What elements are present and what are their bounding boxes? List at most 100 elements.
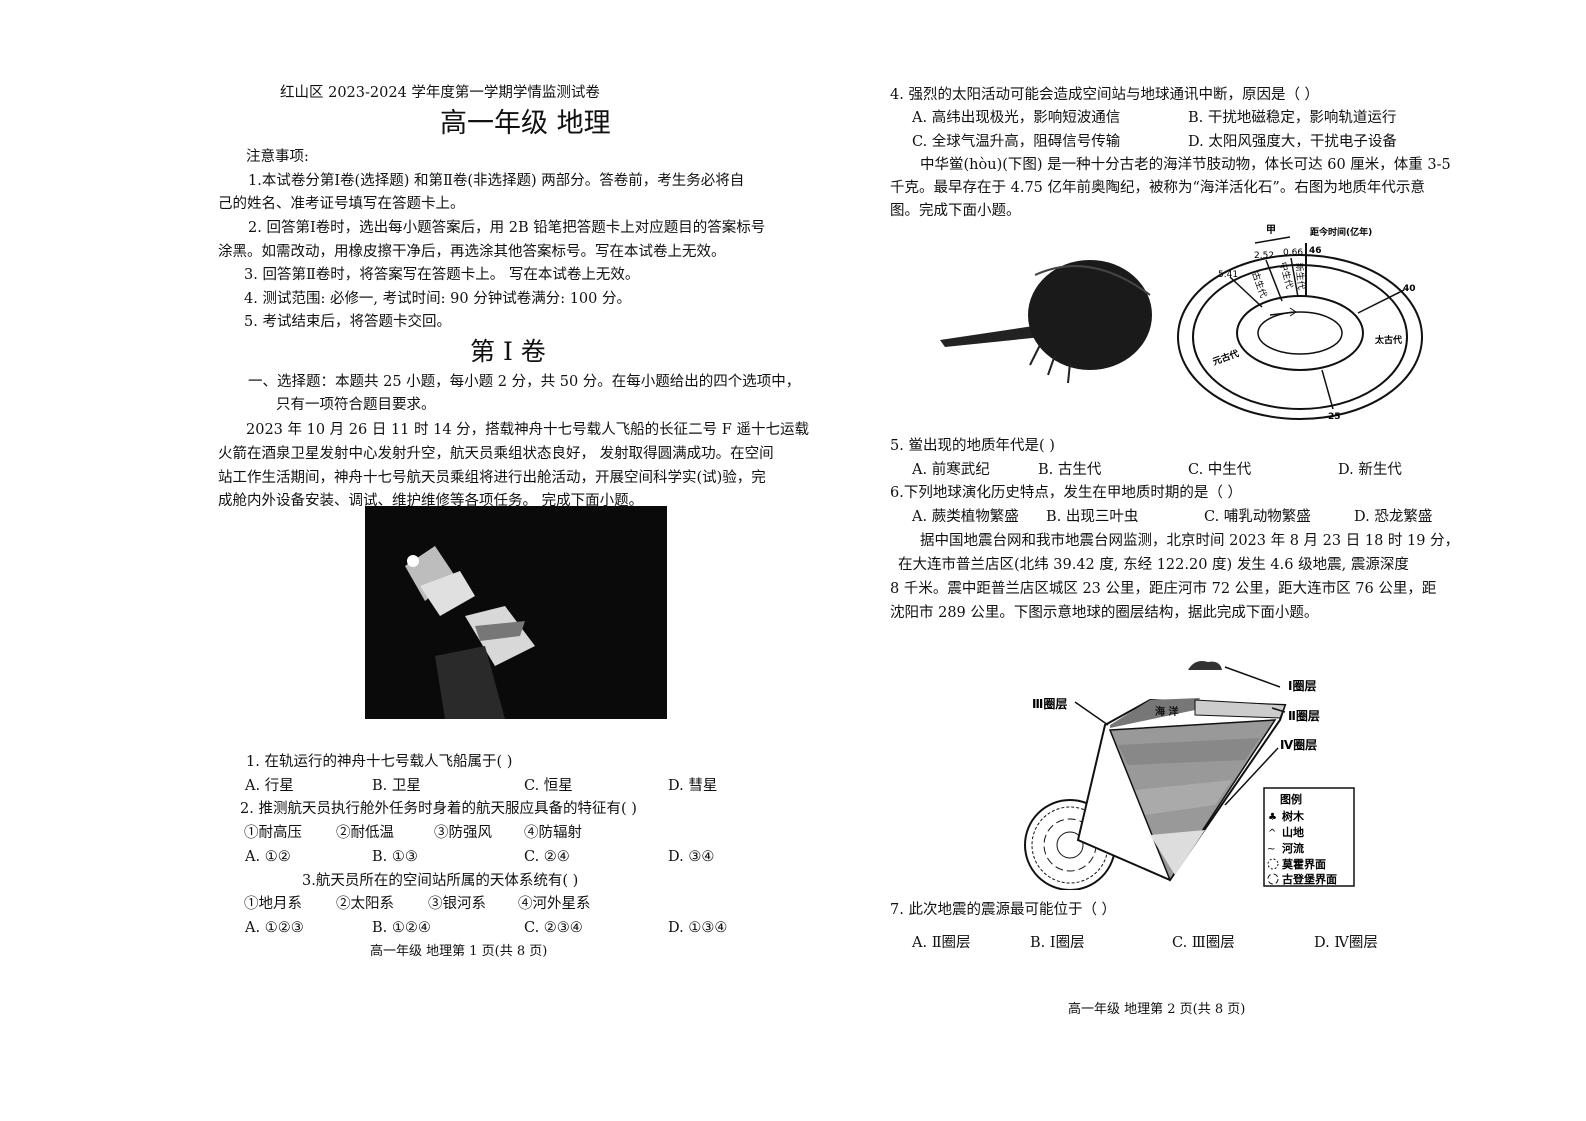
astronaut-photo <box>365 506 667 719</box>
river-icon: ~ <box>1267 844 1275 855</box>
q3-item: ②太阳系 <box>336 896 394 912</box>
q2-item: ①耐高压 <box>244 825 302 841</box>
era-archean: 太古代 <box>1374 334 1402 346</box>
sphere-label-3: Ⅲ圈层 <box>1032 696 1067 711</box>
passage-line: 成舱内外设备安装、调试、维护维修等各项任务。 完成下面小题。 <box>218 493 644 509</box>
q7-option-d[interactable]: D. Ⅳ圈层 <box>1314 935 1378 951</box>
q6-option-a[interactable]: A. 蕨类植物繁盛 <box>912 509 1019 525</box>
passage-line: 2023 年 10 月 26 日 11 时 14 分，搭载神舟十七号载人飞船的长… <box>246 422 809 438</box>
gutenberg-icon <box>1267 873 1279 885</box>
q2-option-a[interactable]: A. ①② <box>245 849 291 865</box>
q6-option-d[interactable]: D. 恐龙繁盛 <box>1354 509 1433 525</box>
exam-header: 红山区 2023-2024 学年度第一学期学情监测试卷 <box>280 85 600 101</box>
q2-option-b[interactable]: B. ①③ <box>372 849 418 865</box>
q7-option-c[interactable]: C. Ⅲ圈层 <box>1172 935 1235 951</box>
tick-0-66: 0.66 <box>1283 248 1303 258</box>
q2-item: ④防辐射 <box>524 825 582 841</box>
passage-line: 中华鲎(hòu)(下图) 是一种十分古老的海洋节肢动物，体长可达 60 厘米，体… <box>920 157 1451 173</box>
legend: 图例 ♣ 树木 ^ 山地 ~ 河流 莫霍界面 古登堡界面 <box>1263 787 1355 887</box>
q7-option-a[interactable]: A. Ⅱ圈层 <box>912 935 971 951</box>
legend-item: 河流 <box>1282 841 1304 855</box>
q4-option-b[interactable]: B. 干扰地磁稳定，影响轨道运行 <box>1188 110 1397 126</box>
q2-stem: 2. 推测航天员执行舱外任务时身着的航天服应具备的特征有( ) <box>240 801 637 817</box>
q3-option-b[interactable]: B. ①②④ <box>372 920 431 936</box>
q4-stem: 4. 强烈的太阳活动可能会造成空间站与地球通讯中断，原因是（ ） <box>890 87 1320 103</box>
q5-stem: 5. 鲎出现的地质年代是( ) <box>890 438 1055 454</box>
notice-heading: 注意事项: <box>246 149 309 165</box>
q2-item: ③防强风 <box>434 825 492 841</box>
tick-5-41: 5.41 <box>1218 270 1238 280</box>
earth-spheres-diagram: 海 洋 Ⅰ圈层 Ⅱ圈层 Ⅲ圈层 Ⅳ圈层 图例 ♣ 树木 ^ 山地 ~ 河流 莫霍… <box>1024 661 1355 890</box>
q5-option-a[interactable]: A. 前寒武纪 <box>912 462 990 478</box>
legend-item: 山地 <box>1282 825 1304 839</box>
jia-label: 甲 <box>1266 224 1276 236</box>
q7-stem: 7. 此次地震的震源最可能位于（ ） <box>890 902 1117 918</box>
sphere-label-1: Ⅰ圈层 <box>1288 678 1316 693</box>
q7-option-b[interactable]: B. Ⅰ圈层 <box>1030 935 1085 951</box>
q6-option-c[interactable]: C. 哺乳动物繁盛 <box>1204 509 1311 525</box>
tick-2-52: 2.52 <box>1254 251 1274 261</box>
passage-line: 火箭在酒泉卫星发射中心发射升空，航天员乘组状态良好， 发射取得圆满成功。在空间 <box>218 446 774 462</box>
mountain-icon: ^ <box>1268 828 1276 839</box>
sphere-label-2: Ⅱ圈层 <box>1288 708 1320 723</box>
q5-option-d[interactable]: D. 新生代 <box>1338 462 1402 478</box>
q3-option-a[interactable]: A. ①②③ <box>245 920 304 936</box>
passage-line: 沈阳市 289 公里。下图示意地球的圈层结构，据此完成下面小题。 <box>890 605 1319 621</box>
q2-option-c[interactable]: C. ②④ <box>524 849 570 865</box>
tick-46: 46 <box>1309 246 1322 256</box>
notice-line: 5. 考试结束后，将答题卡交回。 <box>244 314 451 330</box>
passage-line: 8 千米。震中距普兰店区城区 23 公里，距庄河市 72 公里，距大连市区 76… <box>890 581 1437 597</box>
section-intro: 一、选择题：本题共 25 小题，每小题 2 分，共 50 分。在每小题给出的四个… <box>248 374 801 390</box>
q6-option-b[interactable]: B. 出现三叶虫 <box>1046 509 1139 525</box>
q1-stem: 1. 在轨运行的神舟十七号载人飞船属于( ) <box>246 754 513 770</box>
q4-option-d[interactable]: D. 太阳风强度大，干扰电子设备 <box>1188 134 1397 150</box>
passage-line: 站工作生活期间，神舟十七号航天员乘组将进行出舱活动，开展空间科学实(试)验，完 <box>218 470 766 486</box>
q1-option-b[interactable]: B. 卫星 <box>372 778 421 794</box>
q1-option-a[interactable]: A. 行星 <box>245 778 294 794</box>
q3-stem: 3.航天员所在的空间站所属的天体系统有( ) <box>302 873 579 889</box>
ocean-label: 海 洋 <box>1155 705 1178 718</box>
q2-item: ②耐低温 <box>336 825 394 841</box>
section-intro: 只有一项符合题目要求。 <box>276 397 436 413</box>
geologic-time-diagram: 甲 距今时间(亿年) 5.41 2.52 0.66 46 40 25 古生代 中… <box>1177 224 1423 422</box>
passage-line: 图。完成下面小题。 <box>890 203 1021 219</box>
q2-option-d[interactable]: D. ③④ <box>668 849 715 865</box>
horseshoe-crab-image <box>940 260 1152 384</box>
passage-line: 千克。最早存在于 4.75 亿年前奥陶纪，被称为“海洋活化石”。右图为地质年代示… <box>890 180 1425 196</box>
tick-40: 40 <box>1403 284 1416 294</box>
legend-title: 图例 <box>1280 792 1302 806</box>
q3-option-c[interactable]: C. ②③④ <box>524 920 583 936</box>
notice-line: 涂黑。如需改动，用橡皮擦干净后，再选涂其他答案标号。写在本试卷上无效。 <box>218 244 726 260</box>
notice-line: 1.本试卷分第Ⅰ卷(选择题) 和第Ⅱ卷(非选择题) 两部分。答卷前，考生务必将自 <box>248 173 745 189</box>
q6-stem: 6.下列地球演化历史特点，发生在甲地质时期的是（ ） <box>890 485 1242 501</box>
passage-line: 在大连市普兰店区(北纬 39.42 度, 东经 122.20 度) 发生 4.6… <box>898 557 1409 573</box>
q3-item: ③银河系 <box>428 896 486 912</box>
era-cenozoic: 新生代 <box>1293 262 1307 290</box>
q3-item: ①地月系 <box>244 896 302 912</box>
q3-option-d[interactable]: D. ①③④ <box>668 920 728 936</box>
legend-item: 莫霍界面 <box>1281 857 1326 871</box>
q4-option-c[interactable]: C. 全球气温升高，阻碍信号传输 <box>912 134 1121 150</box>
section-title: 第 Ⅰ 卷 <box>470 337 546 366</box>
tick-25: 25 <box>1328 412 1341 422</box>
page-footer: 高一年级 地理第 1 页(共 8 页) <box>370 944 548 959</box>
q5-option-c[interactable]: C. 中生代 <box>1188 462 1252 478</box>
notice-line: 2. 回答第Ⅰ卷时，选出每小题答案后，用 2B 铅笔把答题卡上对应题目的答案标号 <box>248 220 766 236</box>
era-paleozoic: 古生代 <box>1249 270 1270 299</box>
q3-item: ④河外星系 <box>518 896 591 912</box>
moho-icon <box>1267 858 1279 870</box>
q5-option-b[interactable]: B. 古生代 <box>1038 462 1102 478</box>
q1-option-d[interactable]: D. 彗星 <box>668 778 718 794</box>
legend-item: 古登堡界面 <box>1282 872 1337 886</box>
era-proterozoic: 元古代 <box>1211 347 1240 368</box>
notice-line: 己的姓名、准考证号填写在答题卡上。 <box>218 196 465 212</box>
legend-item: 树木 <box>1282 809 1305 823</box>
sphere-label-4: Ⅳ圈层 <box>1280 737 1317 752</box>
tree-icon: ♣ <box>1268 812 1277 823</box>
page-footer: 高一年级 地理第 2 页(共 8 页) <box>1068 1002 1246 1017</box>
q1-option-c[interactable]: C. 恒星 <box>524 778 573 794</box>
passage-line: 据中国地震台网和我市地震台网监测，北京时间 2023 年 8 月 23 日 18… <box>920 533 1460 549</box>
notice-line: 3. 回答第Ⅱ卷时，将答案写在答题卡上。 写在本试卷上无效。 <box>244 267 640 283</box>
q4-option-a[interactable]: A. 高纬出现极光，影响短波通信 <box>912 110 1121 126</box>
time-axis-label: 距今时间(亿年) <box>1310 226 1372 238</box>
